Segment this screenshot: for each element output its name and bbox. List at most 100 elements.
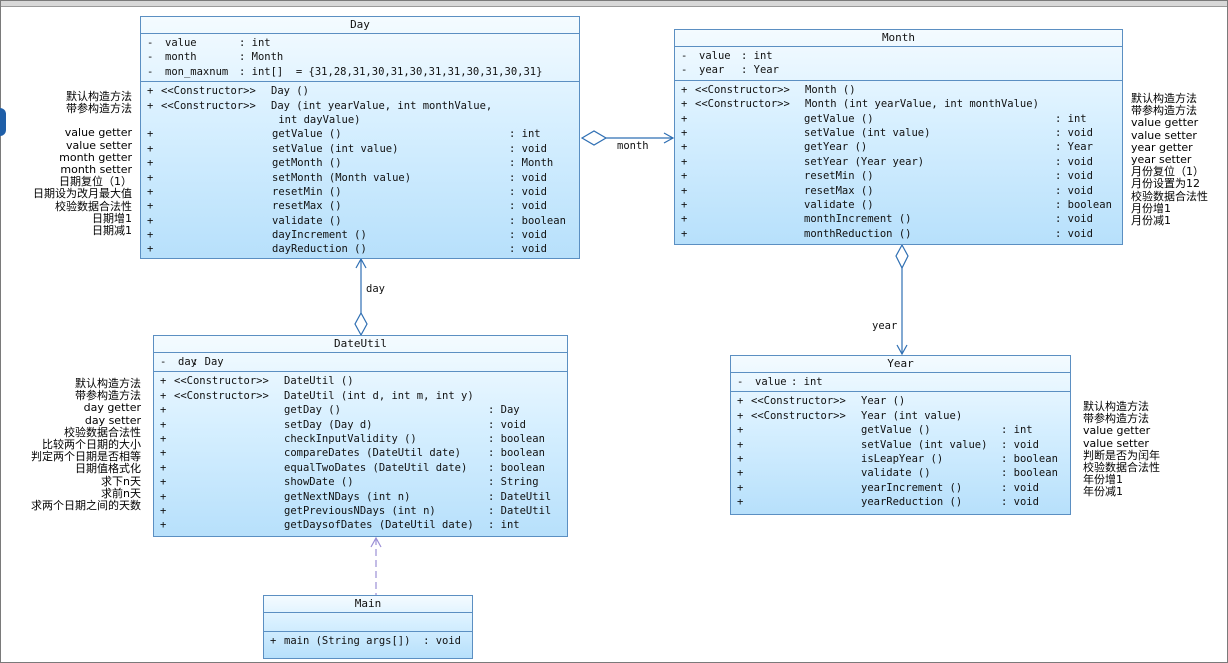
operation-row[interactable]: +<<Constructor>>Year () [731,394,1070,408]
return-type: : void [1001,496,1039,509]
operation-row[interactable]: +setYear (Year year): void [675,155,1122,169]
operation-row[interactable]: +getValue (): int [141,127,579,141]
stereotype-label: <<Constructor>> [174,375,269,388]
operation-row[interactable]: +isLeapYear (): boolean [731,452,1070,466]
visibility-marker: + [147,142,154,155]
operation-signature: DateUtil (int d, int m, int y) [284,389,474,402]
return-type: : DateUtil [488,504,552,517]
operation-row[interactable]: +getNextNDays (int n): DateUtil [154,490,567,504]
attributes-section: -value: int [731,373,1070,393]
return-type: : boolean [488,461,545,474]
visibility-marker: + [160,476,167,489]
operation-signature: dayReduction () [272,243,367,256]
note-line: year getter [1131,140,1193,154]
operation-row[interactable]: +resetMax (): void [141,199,579,213]
assoc-month-year-diamond [895,243,909,270]
attribute-row[interactable]: -value: int [731,375,1070,389]
attribute-type: : int [741,50,773,62]
note-line: 日期增1 [92,211,132,225]
left-edge-marker [0,108,6,136]
operation-row[interactable]: +setValue (int value): void [141,142,579,156]
operation-row[interactable]: +getDay (): Day [154,403,567,417]
operation-row[interactable]: +getDaysofDates (DateUtil date): int [154,518,567,532]
operation-row[interactable]: +equalTwoDates (DateUtil date): boolean [154,461,567,475]
return-type: : void [1055,184,1093,197]
attribute-name: value [165,37,197,49]
return-type: : Year [1055,141,1093,154]
operation-row[interactable]: +compareDates (DateUtil date): boolean [154,446,567,460]
operation-signature: validate () [272,214,342,227]
operation-row[interactable]: +<<Constructor>>DateUtil () [154,374,567,388]
attribute-name: mon_maxnum [165,65,229,78]
operation-signature: setValue (int value) [804,126,931,139]
attribute-row[interactable]: -value: int [141,36,579,50]
note-line: 带参构造方法 [75,389,141,403]
operation-row[interactable]: +dayIncrement (): void [141,228,579,242]
operation-row[interactable]: +getValue (): int [675,112,1122,126]
operation-row[interactable]: +resetMin (): void [141,185,579,199]
visibility-marker: + [681,155,688,168]
operation-row[interactable]: +monthIncrement (): void [675,212,1122,226]
operation-row[interactable]: +showDate (): String [154,475,567,489]
operation-row[interactable]: +dayReduction (): void [141,242,579,256]
attributes-section: -value: int-year: Year [675,47,1122,81]
visibility-marker: + [147,171,154,184]
operation-row[interactable]: +setValue (int value): void [731,438,1070,452]
return-type: : void [1055,227,1093,240]
operation-row[interactable]: int dayValue) [141,113,579,127]
attribute-row[interactable]: -value: int [675,49,1122,63]
return-type: : int [1055,112,1087,125]
operation-signature: resetMax () [272,200,342,213]
operation-row[interactable]: +getPreviousNDays (int n): DateUtil [154,504,567,518]
attribute-row[interactable]: -mon_maxnum: int[] = {31,28,31,30,31,30,… [141,65,579,79]
class-dateutil[interactable]: DateUtil -day: Day +<<Constructor>>DateU… [153,335,568,537]
attribute-type: : int[] = {31,28,31,30,31,30,31,31,30,31… [239,65,543,78]
operation-row[interactable]: +getYear (): Year [675,140,1122,154]
operation-row[interactable]: +getValue (): int [731,423,1070,437]
return-type: : boolean [1001,452,1058,465]
operation-row[interactable]: +<<Constructor>>DateUtil (int d, int m, … [154,389,567,403]
operation-row[interactable]: +checkInputValidity (): boolean [154,432,567,446]
attribute-row[interactable]: -year: Year [675,63,1122,77]
return-type: : void [1055,213,1093,226]
attribute-name: year [699,64,725,77]
operation-row[interactable]: +setDay (Day d): void [154,418,567,432]
visibility-marker: - [681,50,688,62]
operation-row[interactable]: +<<Constructor>>Month () [675,83,1122,97]
operation-signature: Month () [805,83,856,96]
operation-row[interactable]: +setValue (int value): void [675,126,1122,140]
operation-row[interactable]: +validate (): boolean [141,214,579,228]
operation-row[interactable]: +main (String args[]) : void [264,634,472,648]
visibility-marker: + [160,461,167,474]
operation-row[interactable]: +<<Constructor>>Month (int yearValue, in… [675,97,1122,111]
class-title: Day [141,17,579,34]
dependency-main-dateutil-arrow [370,536,382,548]
operation-row[interactable]: +validate (): boolean [731,466,1070,480]
operation-row[interactable]: +resetMin (): void [675,169,1122,183]
operations-section: +<<Constructor>>DateUtil ()+<<Constructo… [154,372,567,534]
operation-row[interactable]: +monthReduction (): void [675,227,1122,241]
visibility-marker: + [160,447,167,460]
class-main[interactable]: Main +main (String args[]) : void [263,595,473,659]
operation-row[interactable]: +setMonth (Month value): void [141,171,579,185]
operation-row[interactable]: +yearReduction (): void [731,495,1070,509]
operation-row[interactable]: +<<Constructor>>Day () [141,84,579,98]
class-year[interactable]: Year -value: int +<<Constructor>>Year ()… [730,355,1071,515]
visibility-marker: - [160,356,167,368]
attribute-row[interactable]: -day: Day [154,355,567,369]
operation-signature: validate () [804,198,874,211]
class-day[interactable]: Day -value: int-month: Month-mon_maxnum:… [140,16,580,259]
operation-row[interactable]: +getMonth (): Month [141,156,579,170]
operation-row[interactable]: +validate (): boolean [675,198,1122,212]
note-line: 校验数据合法性 [55,199,132,213]
note-line: 日期复位（1） [59,175,132,189]
visibility-marker: + [737,438,744,451]
operation-row[interactable]: +resetMax (): void [675,184,1122,198]
operation-row[interactable]: +yearIncrement (): void [731,481,1070,495]
note-line: 带参构造方法 [1131,104,1197,118]
attribute-row[interactable]: -month: Month [141,50,579,64]
class-month[interactable]: Month -value: int-year: Year +<<Construc… [674,29,1123,245]
operation-row[interactable]: +<<Constructor>>Day (int yearValue, int … [141,99,579,113]
operation-row[interactable]: +<<Constructor>>Year (int value) [731,409,1070,423]
